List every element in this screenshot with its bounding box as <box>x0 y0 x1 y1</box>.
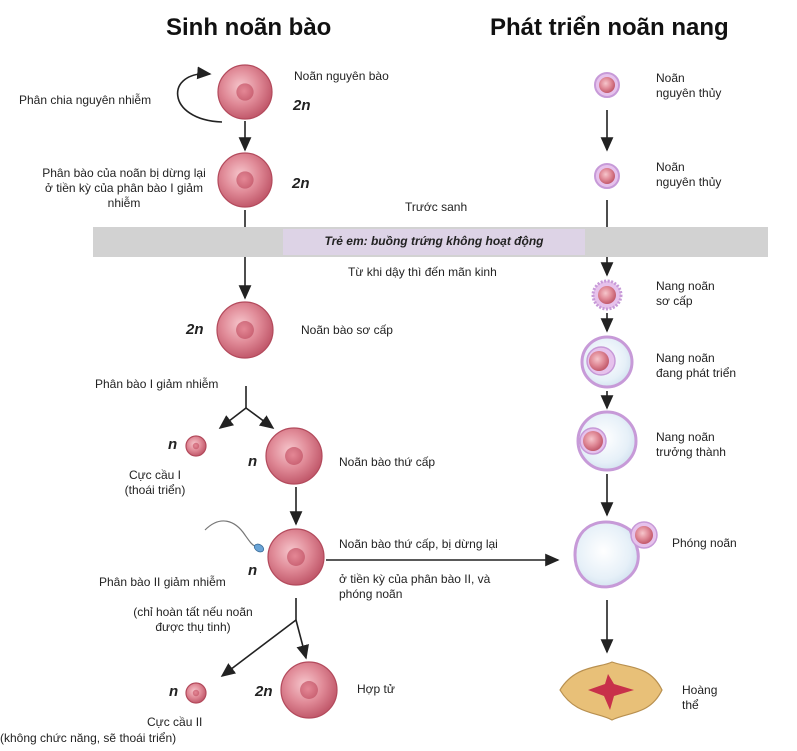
meiotic-arrest-label: Phân bào của noãn bị dừng lại ở tiền kỳ … <box>42 166 206 210</box>
puberty-to-menopause-label: Từ khi dậy thì đến mãn kinh <box>348 265 497 279</box>
title-oogenesis: Sinh noãn bào <box>166 14 332 41</box>
sperm-head <box>253 543 265 553</box>
ovulating-follicle <box>573 520 640 589</box>
mitosis-loop-arrow <box>176 66 223 123</box>
ploidy-oogonium: 2n <box>293 97 311 114</box>
childhood-band-highlight <box>283 229 585 255</box>
meiosis-two-label: Phân bào II giảm nhiễm <box>99 575 226 589</box>
first-polar-body-label: Cực cầu I (thoái triển) <box>124 468 186 497</box>
corpus-luteum-label: Hoàng thể <box>682 683 718 712</box>
arrow-to-first-polar-body <box>218 407 247 429</box>
zygote-cell-nucleus <box>300 681 318 699</box>
primordial-follicle-label-2: Noãn nguyên thủy <box>656 160 722 189</box>
first-polar-body-cell-nucleus <box>192 442 200 450</box>
ploidy-zygote: 2n <box>255 683 273 700</box>
primary-follicle-label: Nang noãn sơ cấp <box>656 279 715 308</box>
corpus-luteum-core <box>588 674 634 710</box>
meiosis-one-label: Phân bào I giảm nhiễm <box>95 377 219 391</box>
primordial-follicle-label-1: Noãn nguyên thủy <box>656 71 722 100</box>
ploidy-secondary-oocyte: n <box>248 453 258 470</box>
arrested-oocyte-cell-nucleus <box>236 171 254 189</box>
primary-follicle-oocyte <box>598 286 616 304</box>
arrow-to-second-polar-body <box>220 619 297 677</box>
second-arrest-label-line1: Noãn bào thứ cấp, bị dừng lại <box>339 537 498 551</box>
secondary-oocyte-cell-nucleus <box>285 447 303 465</box>
ovulated-oocyte-cell-nucleus <box>287 548 305 566</box>
ploidy-primary-oocyte: 2n <box>186 321 204 338</box>
primary-oocyte-cell-nucleus <box>236 321 254 339</box>
oogonium-cell-nucleus <box>236 83 254 101</box>
primordial-follicle-1-oocyte <box>599 77 615 93</box>
second-polar-body-label: Cực cầu II <box>147 715 203 729</box>
growing-follicle-oocyte <box>589 351 609 371</box>
meiosis-two-note: (chỉ hoàn tất nếu noãn được thụ tinh) <box>133 605 253 634</box>
mature-follicle-oocyte <box>583 431 603 451</box>
title-follicle-development: Phát triển noãn nang <box>490 14 729 41</box>
second-polar-body-note: (không chức năng, sẽ thoái triển) <box>0 731 177 745</box>
secondary-oocyte-label: Noãn bào thứ cấp <box>339 455 436 469</box>
arrow-to-secondary-oocyte <box>245 407 275 429</box>
ploidy-ovulated-oocyte: n <box>248 562 258 579</box>
childhood-band-label: Trẻ em: buồng trứng không hoạt động <box>324 234 544 248</box>
ploidy-arrested-oocyte: 2n <box>292 175 310 192</box>
primordial-follicle-2-oocyte <box>599 168 615 184</box>
released-oocyte <box>635 526 653 544</box>
growing-follicle-label: Nang noãn đang phát triển <box>656 351 737 380</box>
ovulation-label: Phóng noãn <box>672 536 737 550</box>
zygote-label: Hợp tử <box>357 682 395 696</box>
arrow-to-zygote <box>295 619 309 660</box>
oogonium-label: Noãn nguyên bào <box>294 69 389 83</box>
mature-follicle-label: Nang noãn trưởng thành <box>656 430 726 459</box>
primary-oocyte-label: Noãn bào sơ cấp <box>301 323 393 337</box>
mature-follicle <box>576 410 638 472</box>
ploidy-first-polar-body: n <box>168 436 178 453</box>
second-arrest-label-line2: ở tiền kỳ của phân bào II, và phóng noãn <box>339 572 491 601</box>
before-birth-label: Trước sanh <box>405 200 468 214</box>
mitosis-label: Phân chia nguyên nhiễm <box>19 93 152 107</box>
second-polar-body-cell-nucleus <box>192 689 200 697</box>
sperm-tail <box>204 520 256 547</box>
ploidy-second-polar-body: n <box>169 683 179 700</box>
